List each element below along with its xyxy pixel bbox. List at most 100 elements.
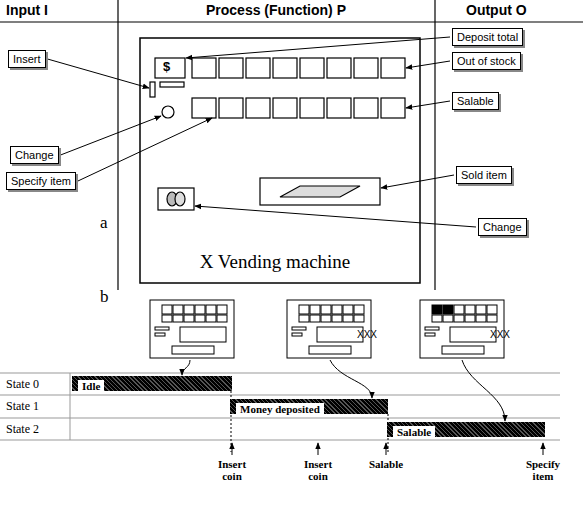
callout-text: Deposit total	[457, 31, 518, 43]
state-name: State 1	[6, 400, 39, 413]
callout-text: Sold item	[461, 169, 507, 181]
mini-tray	[442, 346, 484, 354]
mini-square	[465, 305, 475, 314]
state-name: State 0	[6, 378, 39, 391]
diagram-label: $	[163, 60, 170, 74]
mini-square	[443, 305, 453, 314]
state-bar: Money deposited	[230, 399, 388, 414]
mini-slot	[155, 333, 165, 336]
callout-box: Salable	[452, 92, 499, 110]
leader-arrow	[186, 37, 450, 58]
mini-square	[354, 305, 364, 314]
mini-square	[476, 305, 486, 314]
callout-box: Insert	[8, 50, 46, 68]
mini-square	[184, 305, 194, 314]
mini-square	[432, 305, 442, 314]
callout-box: Sold item	[456, 166, 512, 184]
callout-text: Salable	[457, 95, 494, 107]
display-square	[381, 58, 405, 78]
mini-square	[487, 305, 497, 314]
diagram-label: Insert coin	[295, 458, 341, 482]
display-square	[354, 58, 378, 78]
callout-box: Deposit total	[452, 28, 523, 46]
column-header: Input I	[6, 3, 48, 18]
mini-slot	[292, 327, 306, 330]
diagram-label: XXX	[345, 329, 389, 340]
mini-square	[321, 315, 331, 322]
mini-square	[454, 315, 464, 322]
display-square	[273, 58, 297, 78]
button-square	[192, 98, 216, 118]
diagram-label: Salable	[361, 458, 411, 470]
leader-arrow	[48, 59, 149, 88]
button-square	[300, 98, 324, 118]
diagram-label: XXX	[478, 329, 522, 340]
display-square	[327, 58, 351, 78]
display-square	[300, 58, 324, 78]
mini-panel	[450, 327, 496, 342]
callout-box: Out of stock	[452, 52, 521, 70]
mini-slot	[155, 327, 169, 330]
mini-square	[343, 315, 353, 322]
diagram-label: Insert coin	[209, 458, 255, 482]
callout-box: Change	[10, 146, 59, 164]
leader-arrow	[406, 61, 450, 68]
column-header: Process (Function) P	[126, 3, 426, 18]
mini-tray	[309, 346, 351, 354]
callout-text: Change	[483, 221, 522, 233]
mini-square	[162, 305, 172, 314]
mini-square	[299, 305, 309, 314]
button-square	[219, 98, 243, 118]
diagram-label: X Vending machine	[140, 252, 410, 273]
mini-panel	[317, 327, 363, 342]
callout-text: Out of stock	[457, 55, 516, 67]
mini-square	[310, 305, 320, 314]
mini-square	[184, 315, 194, 322]
state-name: Money deposited	[236, 403, 324, 416]
mini-square	[217, 315, 227, 322]
leader-arrow	[195, 206, 476, 227]
mini-square	[217, 305, 227, 314]
state-name: Idle	[78, 380, 104, 393]
mini-square	[173, 305, 183, 314]
mini-square	[173, 315, 183, 322]
mini-slot	[425, 327, 439, 330]
mini-square	[321, 305, 331, 314]
diagram-label: Specify item	[518, 458, 568, 482]
mini-square	[195, 315, 205, 322]
display-square	[192, 58, 216, 78]
mini-square	[332, 305, 342, 314]
mini-tray	[172, 346, 214, 354]
mini-square	[195, 305, 205, 314]
callout-text: Insert	[13, 53, 41, 65]
mini-square	[332, 315, 342, 322]
button-square	[327, 98, 351, 118]
column-header: Output O	[466, 3, 527, 18]
state-bar: Salable	[387, 422, 545, 437]
mini-panel	[180, 327, 226, 342]
display-square	[219, 58, 243, 78]
mini-square	[465, 315, 475, 322]
mini-slot	[292, 333, 302, 336]
mini-square	[487, 315, 497, 322]
mini-square	[162, 315, 172, 322]
mini-slot	[425, 333, 435, 336]
leader-arrow	[406, 101, 450, 108]
callout-text: Change	[15, 149, 54, 161]
mini-square	[206, 315, 216, 322]
display-square	[246, 58, 270, 78]
mini-square	[454, 305, 464, 314]
button-square	[246, 98, 270, 118]
leader-arrow	[78, 118, 212, 181]
state-name: State 2	[6, 423, 39, 436]
mini-square	[354, 315, 364, 322]
mini-machine	[150, 300, 234, 358]
mini-square	[443, 315, 453, 322]
mini-square	[299, 315, 309, 322]
button-square	[381, 98, 405, 118]
mini-square	[343, 305, 353, 314]
diagram-label: b	[100, 288, 109, 307]
callout-box: Change	[478, 218, 527, 236]
button-square	[273, 98, 297, 118]
state-name: Salable	[393, 426, 435, 439]
